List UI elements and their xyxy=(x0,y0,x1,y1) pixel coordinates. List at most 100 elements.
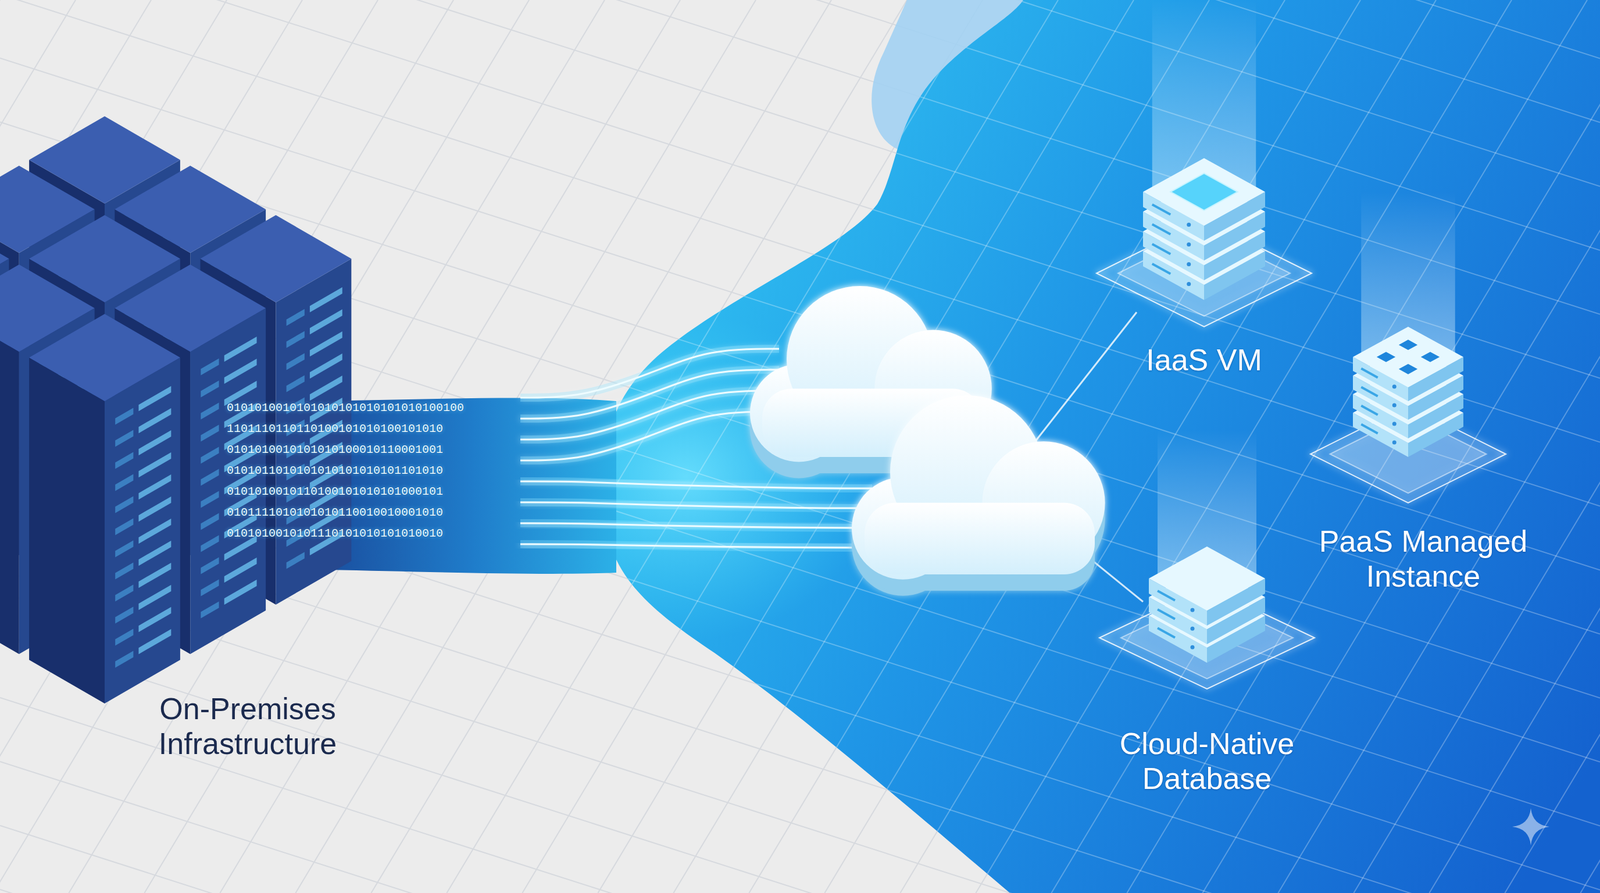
binary-stream: 0101010010110100101010101000101 xyxy=(226,482,444,502)
server-top xyxy=(1148,546,1266,611)
service-label: PaaS Managed Instance xyxy=(1286,522,1560,597)
node-label: On-Premises Infrastructure xyxy=(125,691,370,762)
rack-slot xyxy=(115,629,134,646)
server-slot xyxy=(1157,609,1175,620)
rack-slot xyxy=(200,513,219,531)
rack-slot xyxy=(200,425,219,442)
rack-slot xyxy=(286,309,305,327)
grid-line xyxy=(824,0,1361,893)
rack-slot xyxy=(200,469,219,487)
rack-slot xyxy=(138,562,171,588)
server-stack xyxy=(1143,158,1266,300)
rack-slot xyxy=(138,584,171,610)
grid-line xyxy=(1051,0,1588,893)
server-led xyxy=(1190,608,1195,613)
rack-slot xyxy=(138,452,171,478)
binary-stream: 0101010010101010101010101010100100 xyxy=(226,398,464,418)
rack-slot xyxy=(200,601,219,619)
rack-slot xyxy=(115,562,134,580)
binary-stream: 0101010010101110101010101010010 xyxy=(226,524,444,544)
binary-stream: 0101011010101010101010101101010 xyxy=(226,461,444,481)
grid-line xyxy=(0,250,1600,763)
rack-slot xyxy=(138,474,171,500)
grid-line xyxy=(0,377,1600,891)
stream-line xyxy=(520,523,873,528)
node-label: Cloud-Native Database xyxy=(1084,726,1330,797)
rack-slot xyxy=(224,358,257,384)
rack-slot xyxy=(138,408,171,434)
grid-line xyxy=(1277,0,1600,893)
grid-line xyxy=(0,58,1600,571)
rack-slot xyxy=(224,336,257,362)
rack-slot xyxy=(138,540,171,566)
server-slot xyxy=(1361,368,1378,378)
rack-side xyxy=(29,357,105,704)
binary-stream: 0101111010101010110010010001010 xyxy=(226,503,444,523)
node-label: PaaS Managed Instance xyxy=(1292,524,1555,595)
rack-slot xyxy=(309,331,343,357)
rack-slot xyxy=(200,491,219,509)
server-led xyxy=(1190,645,1195,650)
cloud-shape xyxy=(851,395,1106,580)
cloud-region xyxy=(604,0,1600,893)
server-slot xyxy=(1157,627,1175,638)
rack-slot xyxy=(286,353,305,371)
rack-slot xyxy=(115,651,134,669)
grid-line xyxy=(0,313,1600,827)
server-top xyxy=(1143,158,1266,226)
rack-side xyxy=(0,308,20,655)
service-label: Cloud-Native Database xyxy=(1079,724,1335,799)
server-slot xyxy=(1361,387,1378,397)
grid-line xyxy=(0,0,1600,315)
node-label: IaaS VM xyxy=(1081,343,1327,378)
rack-slot xyxy=(309,287,343,313)
grid-line xyxy=(0,0,454,893)
rack-slot xyxy=(138,629,171,655)
grid-line xyxy=(0,0,454,893)
rack-slot xyxy=(200,535,219,553)
server-top xyxy=(1352,326,1464,388)
sparkle-mark xyxy=(1512,808,1550,846)
server-led xyxy=(1392,422,1397,427)
stream-line xyxy=(520,502,873,509)
grid-line xyxy=(0,186,1600,699)
rack-slot xyxy=(115,606,134,624)
grid-line xyxy=(597,0,1134,893)
binary-stream: 0101010010101010100010110001001 xyxy=(226,440,444,460)
rack-slot xyxy=(115,540,134,558)
rack-slot xyxy=(309,353,343,379)
stream-glow xyxy=(520,481,873,489)
server-slot xyxy=(1361,424,1378,434)
server-rack xyxy=(29,313,181,704)
server-led xyxy=(1186,281,1191,287)
cloud-wire xyxy=(1034,312,1137,442)
server-stack xyxy=(1352,326,1464,457)
grid-line xyxy=(0,889,1600,893)
server-logo-tile xyxy=(1420,351,1440,363)
rack-slot xyxy=(286,375,305,393)
rack-slot xyxy=(200,380,219,398)
server-stack xyxy=(1148,546,1266,663)
rack-slot xyxy=(309,309,343,335)
rack-slot xyxy=(115,496,134,514)
rack-slot xyxy=(309,375,343,401)
rack-slot xyxy=(138,518,171,544)
stream-line xyxy=(520,481,873,489)
server-led xyxy=(1392,403,1397,408)
server-slot xyxy=(1361,405,1378,416)
rack-slot xyxy=(115,584,134,602)
binary-stream: 1101110110110100101010100101010 xyxy=(226,419,444,439)
stream-glow xyxy=(520,523,873,528)
rack-slot xyxy=(115,518,134,536)
cloud-base xyxy=(864,502,1095,575)
grid-line xyxy=(0,761,1600,893)
stream-line xyxy=(520,411,780,461)
rack-slot xyxy=(286,552,305,570)
rack-slot xyxy=(224,579,257,605)
rack-slot xyxy=(224,557,257,583)
server-slot xyxy=(1157,590,1175,601)
server-led xyxy=(1186,262,1191,267)
cloud xyxy=(851,395,1106,596)
